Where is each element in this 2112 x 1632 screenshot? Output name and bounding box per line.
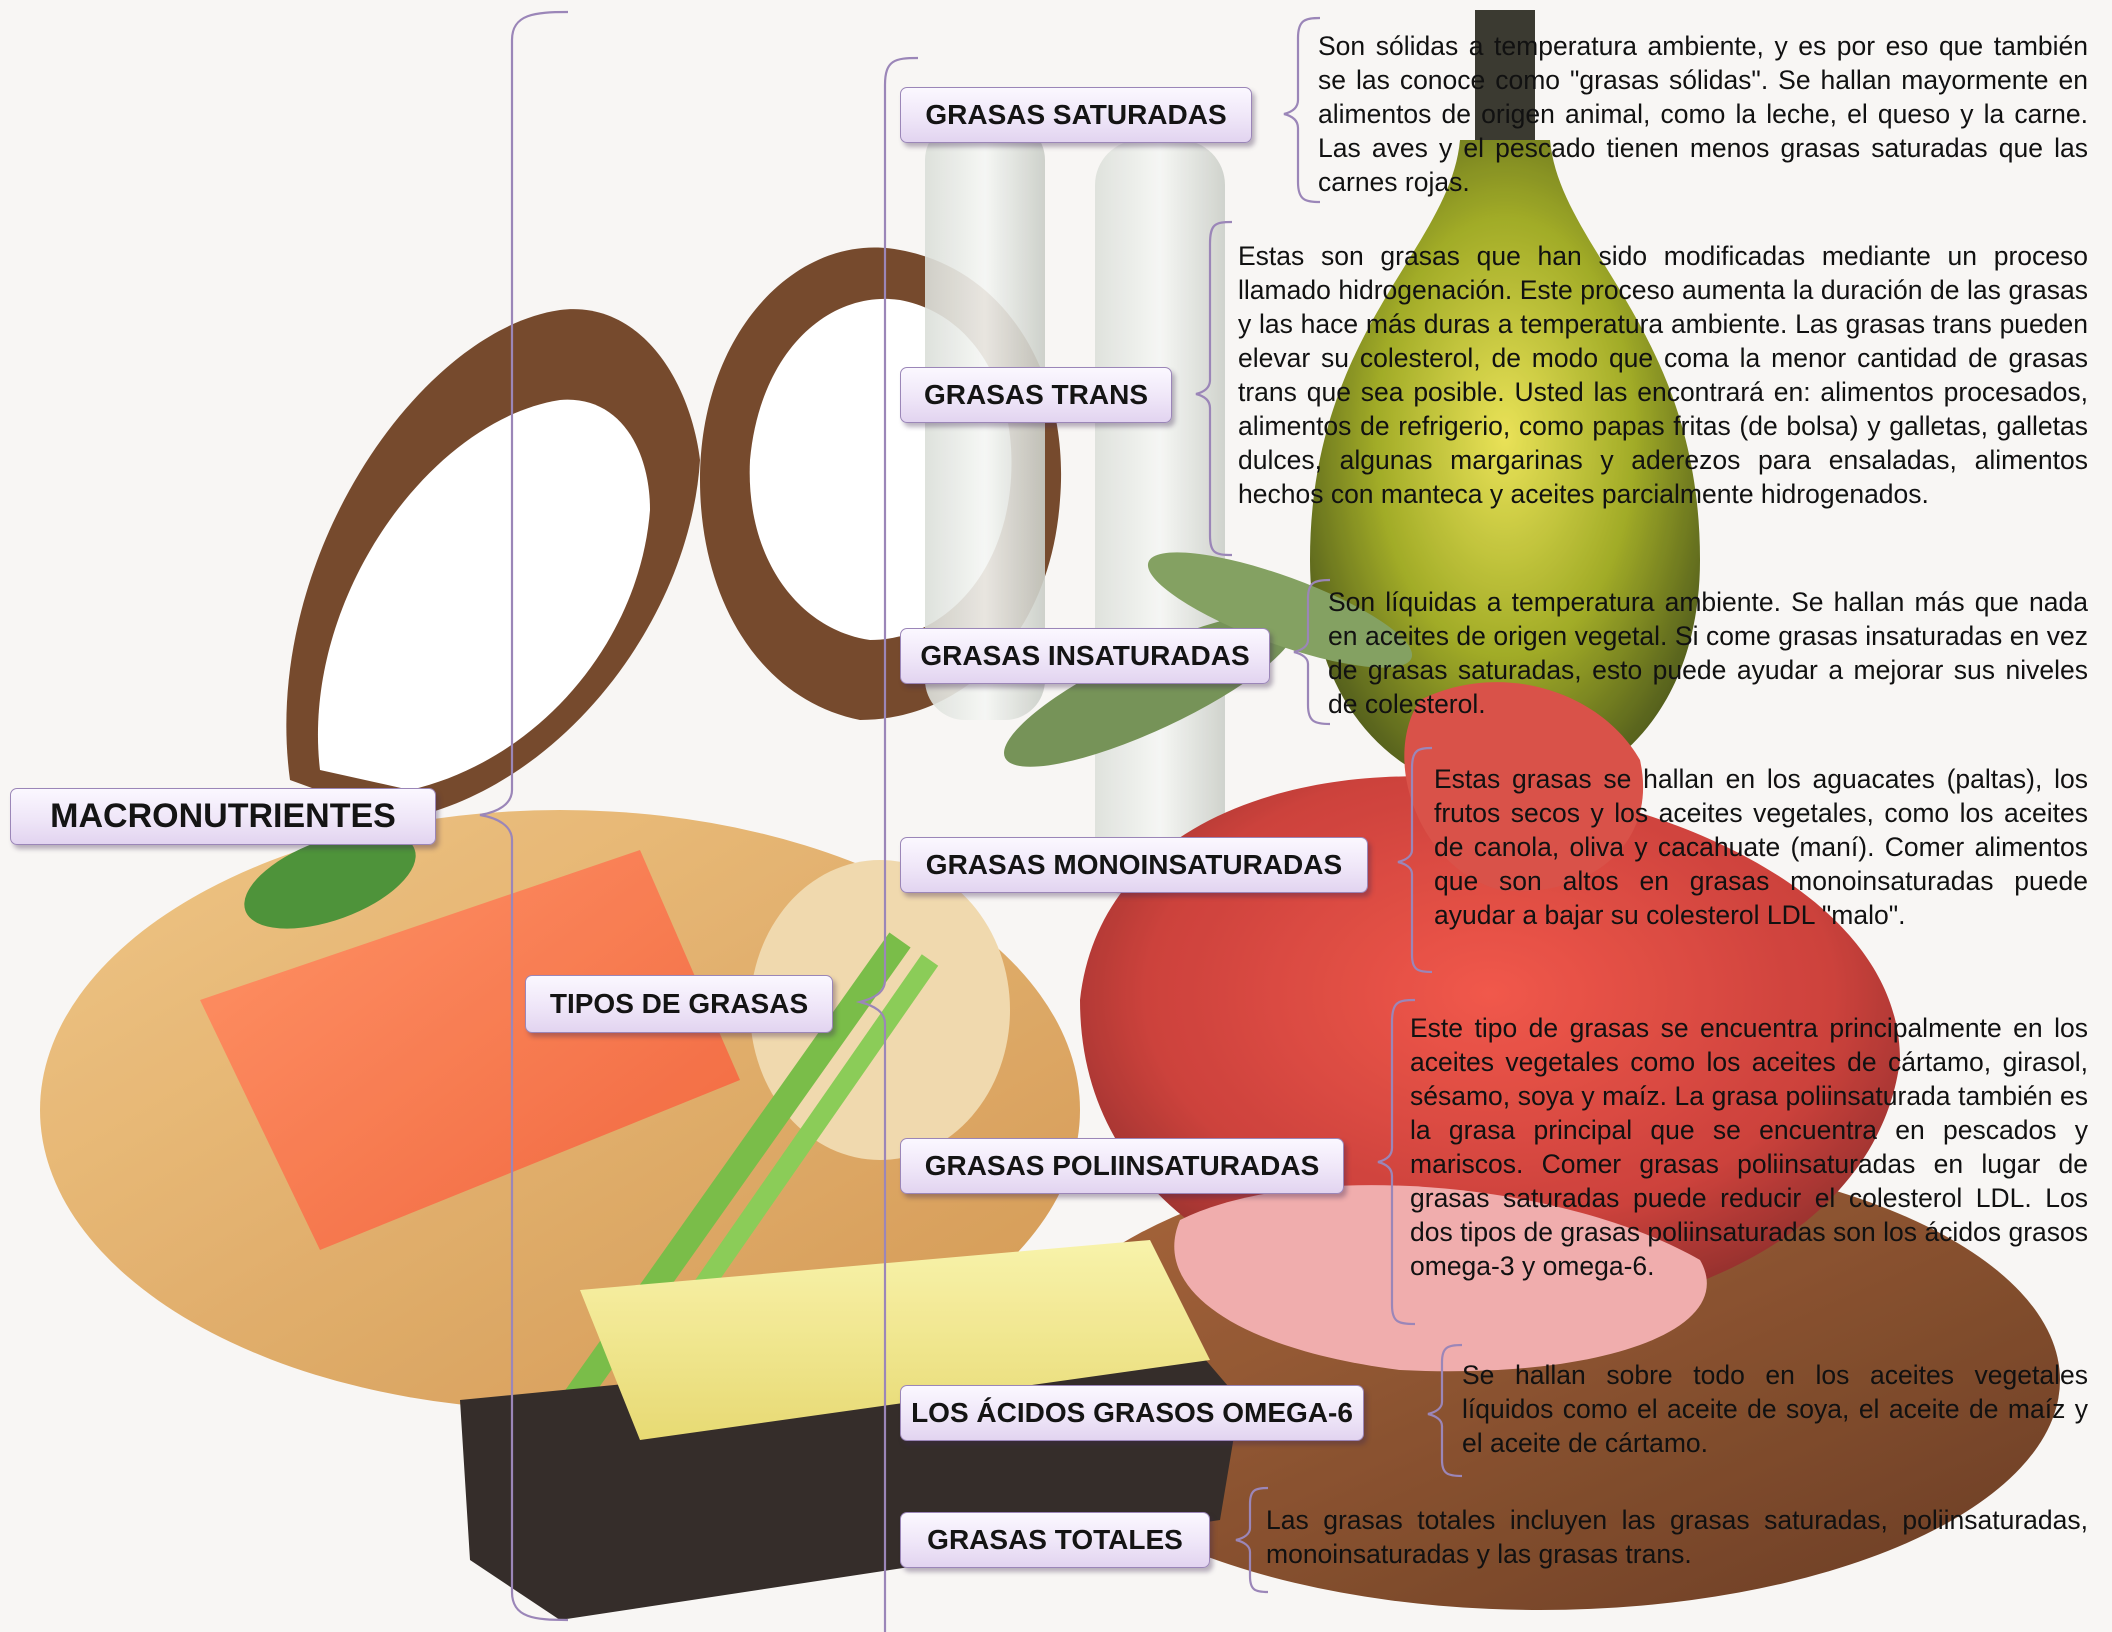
description-grasas-poliinsaturadas: Este tipo de grasas se encuentra princip…: [1410, 1011, 2088, 1283]
leaf-label: LOS ÁCIDOS GRASOS OMEGA-6: [911, 1397, 1353, 1429]
bracket-saturadas: [1284, 18, 1320, 202]
leaf-node-grasas-saturadas[interactable]: GRASAS SATURADAS: [900, 87, 1252, 143]
leaf-label: GRASAS SATURADAS: [925, 99, 1226, 131]
leaf-node-grasas-totales[interactable]: GRASAS TOTALES: [900, 1512, 1210, 1568]
description-grasas-totales: Las grasas totales incluyen las grasas s…: [1266, 1503, 2088, 1571]
leaf-node-grasas-poliinsaturadas[interactable]: GRASAS POLIINSATURADAS: [900, 1138, 1344, 1194]
leaf-label: GRASAS POLIINSATURADAS: [925, 1150, 1320, 1182]
description-omega-6: Se hallan sobre todo en los aceites vege…: [1462, 1358, 2088, 1460]
leaf-node-grasas-monoinsaturadas[interactable]: GRASAS MONOINSATURADAS: [900, 837, 1368, 893]
leaf-node-grasas-trans[interactable]: GRASAS TRANS: [900, 367, 1172, 423]
leaf-label: GRASAS TRANS: [924, 379, 1148, 411]
branch-node-tipos-de-grasas[interactable]: TIPOS DE GRASAS: [525, 975, 833, 1033]
leaf-label: GRASAS INSATURADAS: [920, 640, 1249, 672]
leaf-label: GRASAS TOTALES: [927, 1524, 1183, 1556]
bracket-monoinsaturadas: [1398, 748, 1432, 972]
bracket-totales: [1236, 1488, 1268, 1592]
bracket-insaturadas: [1294, 580, 1330, 724]
description-grasas-monoinsaturadas: Estas grasas se hallan en los aguacates …: [1434, 762, 2088, 932]
leaf-node-grasas-insaturadas[interactable]: GRASAS INSATURADAS: [900, 628, 1270, 684]
description-grasas-saturadas: Son sólidas a temperatura ambiente, y es…: [1318, 29, 2088, 199]
bracket-omega6: [1428, 1345, 1462, 1476]
branch-label: TIPOS DE GRASAS: [550, 988, 808, 1020]
root-node-macronutrientes[interactable]: MACRONUTRIENTES: [10, 788, 436, 845]
root-label: MACRONUTRIENTES: [50, 797, 396, 836]
leaf-label: GRASAS MONOINSATURADAS: [926, 849, 1342, 881]
leaf-node-omega-6[interactable]: LOS ÁCIDOS GRASOS OMEGA-6: [900, 1385, 1364, 1441]
description-grasas-trans: Estas son grasas que han sido modificada…: [1238, 239, 2088, 511]
root-bracket: [480, 12, 568, 1620]
description-grasas-insaturadas: Son líquidas a temperatura ambiente. Se …: [1328, 585, 2088, 721]
bracket-trans: [1196, 222, 1232, 555]
